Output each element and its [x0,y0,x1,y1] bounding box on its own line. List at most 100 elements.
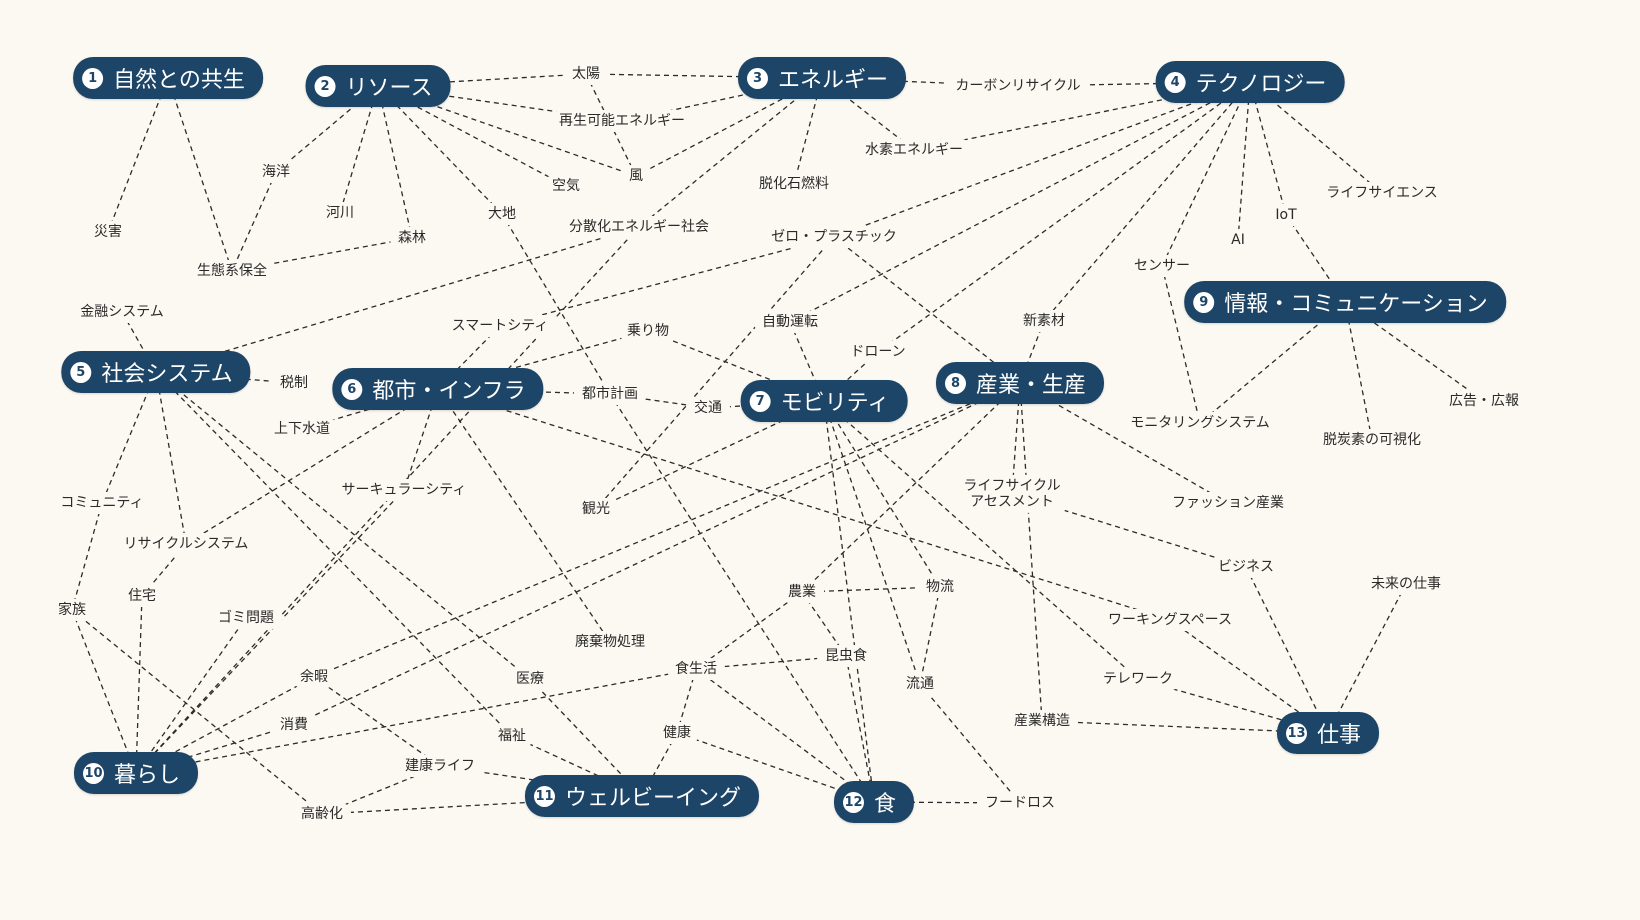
term-node-shinsozai: 新素材 [1015,309,1073,333]
term-node-telework: テレワーク [1095,667,1181,691]
hub-label: リソース [345,76,433,101]
term-node-shinrin: 森林 [390,226,434,250]
term-node-jido: 自動運転 [754,310,826,334]
hub-number-badge: 7 [749,390,771,412]
term-node-kokoku: 広告・広報 [1441,389,1527,413]
edge-h2-t_daichi [377,85,503,215]
edge-h4-t_iot [1249,81,1287,216]
edge-h10-t_gomi [135,617,247,774]
edge-h3-t_kaze [635,77,823,177]
edge-t_yoka-t_kenkolife [313,676,441,767]
term-node-toshikeikaku: 都市計画 [574,382,646,406]
term-node-recycle: リサイクルシステム [115,532,257,556]
hub-label: テクノロジー [1195,72,1327,97]
term-node-monitoring: モニタリングシステム [1122,411,1278,435]
term-node-konchu: 昆虫食 [817,644,875,668]
edge-h7-t_ryutsu [823,400,921,685]
term-node-kenkolife: 建康ライフ [397,754,483,778]
edge-t_zero-t_smart [499,236,835,327]
edge-h4-t_jido [789,81,1251,323]
edge-h4-t_zero [833,81,1251,238]
edge-h3-t_bunsan [638,77,823,228]
edge-h4-t_ai [1237,81,1251,241]
term-node-zeisei: 税制 [272,371,316,395]
edge-t_shokuseikatsu-h12 [695,668,875,803]
hub-number-badge: 9 [1193,291,1215,313]
hub-number-badge: 10 [82,762,104,784]
edge-h8-t_shohi [293,382,1021,726]
term-node-sangyokozo: 産業構造 [1006,709,1078,733]
edge-h5-t_fukushi [155,371,513,737]
hub-number-badge: 5 [70,361,92,383]
term-node-kazoku: 家族 [50,598,94,622]
hub-number-badge: 8 [944,372,966,394]
edge-t_konchu-h12 [845,655,875,803]
hub-label: ウェルビーイング [564,786,742,811]
hub-label: 仕事 [1316,723,1362,748]
edge-t_zero-h8 [833,236,1021,384]
hub-label: 都市・インフラ [372,379,526,404]
hub-label: 自然との共生 [113,68,245,93]
term-node-suiso: 水素エネルギー [857,138,971,162]
edge-h4-t_drone [877,81,1251,353]
edge-h4-t_sensor [1161,81,1251,267]
term-node-haiki: 廃棄物処理 [567,630,653,654]
term-node-fashion: ファッション産業 [1164,491,1292,515]
edge-t_shokuseikatsu-h10 [135,668,697,774]
edge-h5-t_bunsan [155,226,640,373]
hub-node-10: 10 暮らし [73,752,199,794]
term-node-seitai: 生態系保全 [189,259,275,283]
term-node-business: ビジネス [1210,555,1282,579]
hub-label: エネルギー [777,68,889,93]
term-node-taiyo: 太陽 [564,62,608,86]
edge-t_konchu-t_shokuseikatsu [695,655,847,670]
term-node-kaiyo: 海洋 [254,160,298,184]
hub-number-badge: 2 [314,75,336,97]
term-node-kaze: 風 [621,164,651,188]
hub-node-2: 2 リソース [305,65,451,107]
term-node-community: コミュニティ [52,491,152,515]
term-node-carbon: カーボンリサイクル [947,74,1089,98]
edge-h1-t_seitai [167,77,233,272]
edge-h10-t_circular [135,489,405,774]
term-node-jogesuido: 上下水道 [266,417,338,441]
hub-label: 食 [873,792,897,817]
edge-h7-t_kanko [595,400,825,510]
edge-h10-t_yoka [135,676,315,774]
edge-t_butsuryu-t_ryutsu [919,586,941,685]
edge-h5-t_recycle [155,371,187,545]
edge-h7-h12 [823,400,875,803]
edge-h4-t_shinsozai [1043,81,1251,322]
hub-number-badge: 1 [82,67,104,89]
edge-t_daichi-t_toshikeikaku [501,213,611,395]
term-node-yoka: 余暇 [292,665,336,689]
term-node-kotsu: 交通 [686,396,730,420]
term-node-foodloss: フードロス [977,791,1063,815]
term-node-iryo: 医療 [508,667,552,691]
edge-h2-t_taiyo [377,73,587,87]
term-node-ai: AI [1223,228,1253,252]
edge-h7-t_telework [823,400,1139,680]
term-node-lifesci: ライフサイエンス [1318,181,1446,205]
edge-t_business-h13 [1245,566,1329,734]
edge-h3-t_saisei [621,77,823,122]
hub-label: 暮らし [113,763,181,788]
term-node-kenko: 健康 [655,721,699,745]
edge-t_zero-t_kanko [595,236,835,510]
hub-number-badge: 12 [842,791,864,813]
edge-t_community-t_kazoku [71,502,103,611]
term-node-kasen: 河川 [318,201,362,225]
edge-h10-t_kazoku [71,609,137,774]
hub-node-4: 4 テクノロジー [1155,61,1345,103]
edge-h6-t_working [437,388,1171,621]
term-node-iot: IoT [1267,203,1305,227]
hub-number-badge: 4 [1164,71,1186,93]
term-node-kanko: 観光 [574,497,618,521]
